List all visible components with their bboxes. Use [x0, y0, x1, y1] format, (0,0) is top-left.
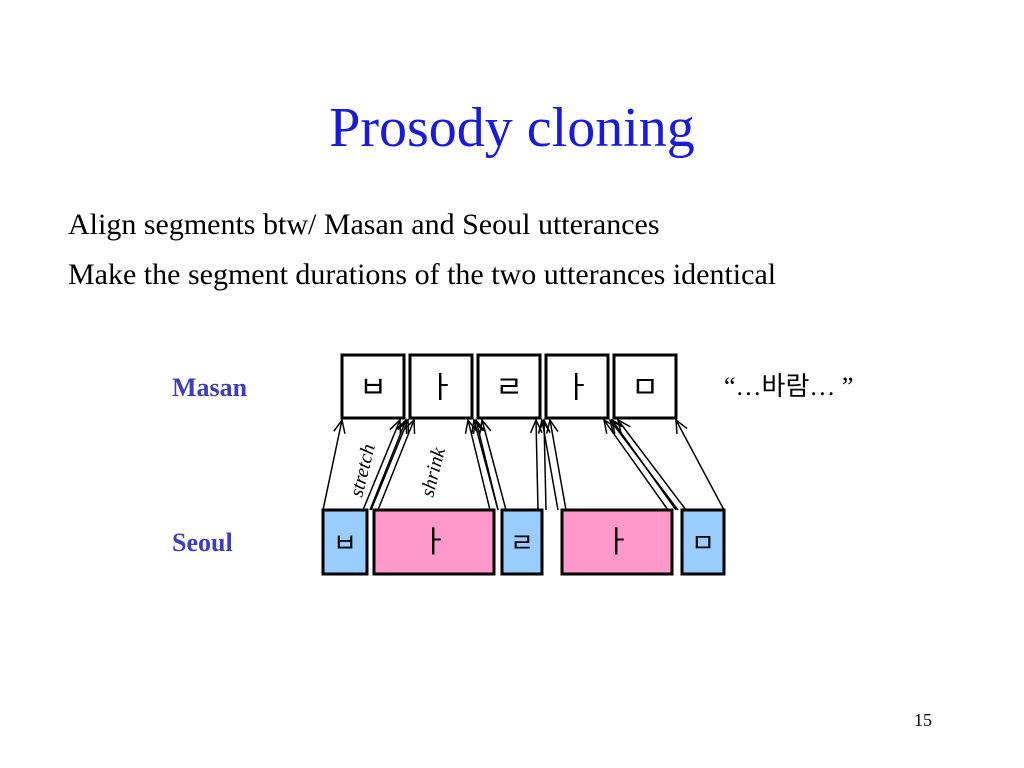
page-number: 15 [914, 710, 932, 730]
seoul-segment-label: ㄹ [510, 529, 534, 559]
slide-title: Prosody cloning [329, 97, 695, 159]
seoul-segment-label: ㅏ [420, 525, 448, 560]
seoul-segment-a1: ㅏ [372, 508, 496, 576]
alignment-arrows [322, 418, 725, 511]
alignment-arrow-end [675, 418, 725, 511]
bullet-align-segments: Align segments btw/ Masan and Seoul utte… [68, 208, 660, 241]
seoul-segment-row: ㅂㅏㄹㅏㅁ [321, 508, 726, 576]
seoul-segment-m: ㅁ [680, 508, 726, 576]
masan-segment-a2: ㅏ [544, 353, 610, 420]
masan-segment-label: ㅏ [563, 371, 591, 406]
seoul-segment-label: ㅏ [603, 525, 631, 560]
masan-segment-r: ㄹ [476, 353, 542, 420]
shrink-annotation: shrink [417, 444, 451, 499]
seoul-segment-b: ㅂ [321, 508, 369, 576]
seoul-row-label: Seoul [172, 528, 233, 557]
masan-segment-label: ㅂ [359, 371, 387, 406]
seoul-segment-label: ㅁ [691, 529, 715, 559]
alignment-arrow-r-end-a [529, 418, 543, 511]
bullet-identical-durations: Make the segment durations of the two ut… [68, 258, 777, 291]
alignment-arrow-m-start-b [608, 418, 679, 511]
masan-row-label: Masan [172, 373, 248, 402]
alignment-arrow-a2-end-a [602, 418, 669, 511]
alignment-arrow-b-end-b [370, 418, 410, 511]
seoul-segment-a2: ㅏ [560, 508, 674, 576]
stretch-annotation: stretch [346, 442, 380, 499]
masan-segment-label: ㅏ [427, 371, 455, 406]
alignment-arrow-m-start-a [616, 418, 687, 511]
masan-segment-a1: ㅏ [408, 353, 474, 420]
alignment-arrow-a2-start-b [537, 418, 559, 511]
masan-segment-row: ㅂㅏㄹㅏㅁ [340, 353, 678, 420]
alignment-arrow-start [322, 418, 346, 511]
alignment-arrow-r-start-b [471, 418, 499, 511]
alignment-arrow-b-end-a [362, 418, 402, 511]
masan-segment-label: ㅁ [631, 371, 659, 406]
masan-segment-b: ㅂ [340, 353, 406, 420]
masan-segment-label: ㄹ [495, 371, 523, 406]
masan-segment-m: ㅁ [612, 353, 678, 420]
alignment-arrow-a1-start-a [377, 418, 416, 511]
seoul-segment-r: ㄹ [500, 508, 544, 576]
alignment-arrow-a1-end-a [464, 418, 491, 511]
seoul-segment-label: ㅂ [333, 529, 357, 559]
alignment-arrow-a1-start-b [369, 418, 408, 511]
utterance-quote: “…바람… ” [724, 372, 854, 401]
alignment-arrow-r-start-a [479, 418, 507, 511]
